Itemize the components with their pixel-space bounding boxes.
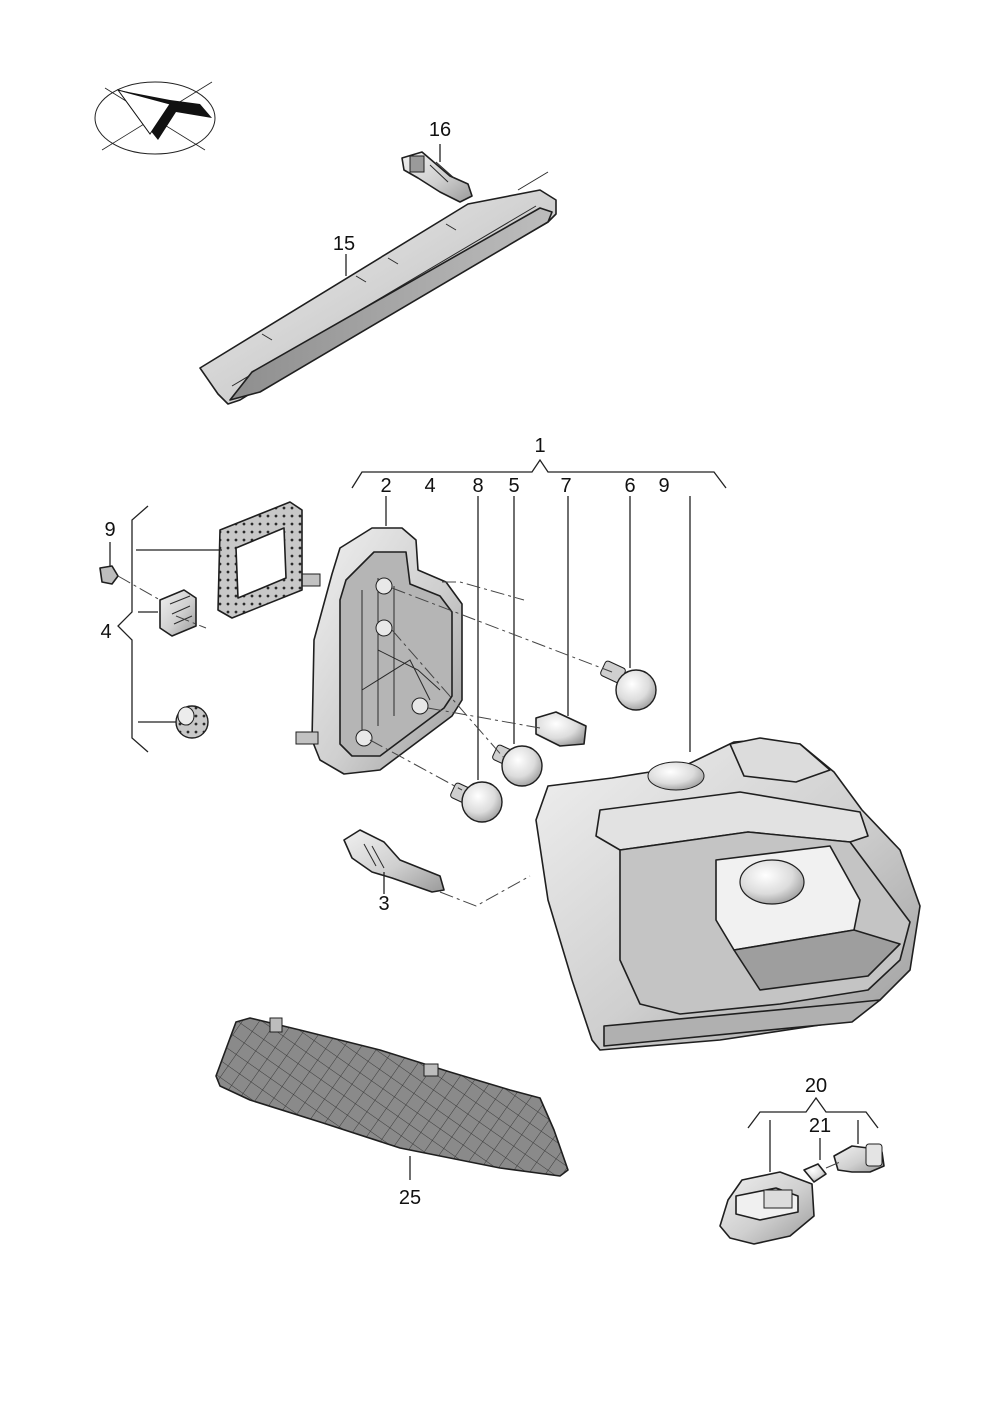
socket-part-20[interactable]: [833, 1143, 885, 1173]
license-plate-light-part-20[interactable]: [719, 1171, 815, 1245]
callout-25: 25: [399, 1187, 421, 1209]
callout-3: 3: [378, 893, 389, 915]
socket-part-3[interactable]: [343, 829, 445, 893]
bulb-part-21[interactable]: [803, 1163, 827, 1183]
callout-21: 21: [809, 1115, 831, 1137]
bulb-part-6[interactable]: [600, 660, 657, 711]
callout-6: 6: [624, 475, 635, 497]
holder-part-4[interactable]: [159, 589, 197, 637]
bulb-part-8[interactable]: [450, 781, 503, 823]
orientation-logo-icon: [94, 81, 216, 155]
grommet-part-4[interactable]: [175, 705, 209, 739]
bulb-carrier-part-2[interactable]: [295, 527, 463, 775]
callout-16: 16: [429, 119, 451, 141]
callout-1: 1: [534, 435, 545, 457]
callout-15: 15: [333, 233, 355, 255]
assembly-lines: [117, 575, 841, 1169]
connector-part-16[interactable]: [401, 151, 473, 203]
callout-labels: 16 15 1 2 4 8 5 7 6 9 9 4 3 25 20 21: [100, 119, 831, 1209]
brake-light-strip-part-15[interactable]: [199, 171, 557, 405]
bulb-part-5[interactable]: [492, 744, 543, 787]
clip-part-9[interactable]: [99, 565, 119, 585]
mesh-cover-part-25[interactable]: [215, 1017, 569, 1177]
callout-9-left: 9: [104, 519, 115, 541]
bulb-part-7[interactable]: [535, 711, 587, 747]
gasket-part-9[interactable]: [217, 501, 303, 619]
callout-2: 2: [380, 475, 391, 497]
callout-5: 5: [508, 475, 519, 497]
callout-9-top: 9: [658, 475, 669, 497]
callout-7: 7: [560, 475, 571, 497]
tail-light-housing-part-9[interactable]: [535, 737, 921, 1051]
callout-4-left: 4: [100, 621, 111, 643]
leader-lines: [109, 144, 879, 1180]
callout-20: 20: [805, 1075, 827, 1097]
callout-4-top: 4: [424, 475, 435, 497]
callout-8: 8: [472, 475, 483, 497]
